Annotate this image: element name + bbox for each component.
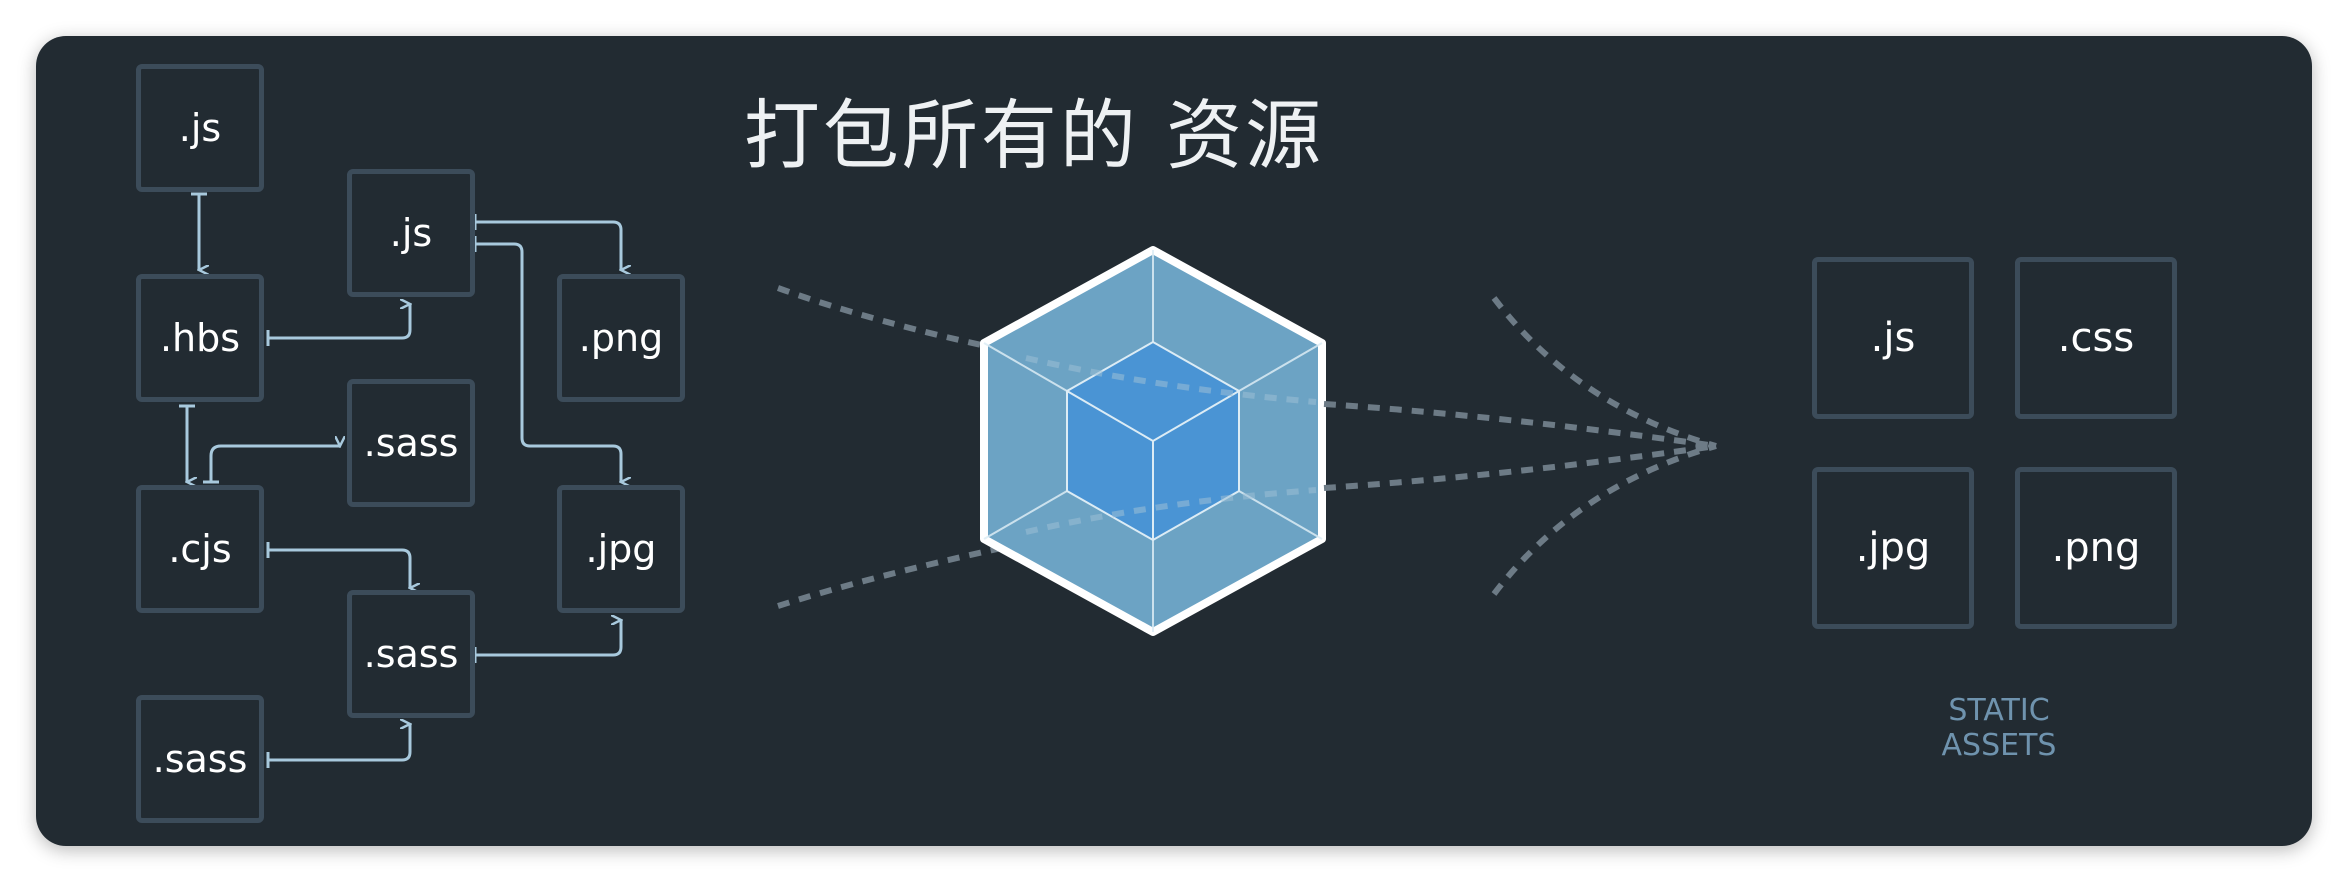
arrow-cjs-to-sass (209, 444, 338, 482)
webpack-cube-icon (980, 246, 1326, 636)
source-file-png: .png (557, 274, 685, 402)
arrow-cjs-to-sass-2 (268, 548, 412, 586)
output-file-js: .js (1812, 257, 1974, 419)
dependency-arrows (179, 192, 623, 768)
source-file-sass-3: .sass (136, 695, 264, 823)
arrow-sass-to-sass (268, 726, 412, 762)
static-assets-caption: STATIC ASSETS (1941, 693, 2057, 763)
source-file-sass-1: .sass (347, 379, 475, 507)
output-file-jpg: .jpg (1812, 467, 1974, 629)
source-file-hbs: .hbs (136, 274, 264, 402)
output-file-css: .css (2015, 257, 2177, 419)
source-file-sass-2: .sass (347, 590, 475, 718)
arrow-hbs-to-js (268, 306, 412, 340)
arrow-sass-to-jpg (475, 622, 623, 657)
arrow-js-to-png (475, 220, 623, 268)
source-file-js-top: .js (136, 64, 264, 192)
arrow-js-to-jpg (475, 242, 623, 480)
source-file-cjs: .cjs (136, 485, 264, 613)
source-file-js-mid: .js (347, 169, 475, 297)
diagram-panel: 打包所有的 资源 .js .js .hbs .png .sass .cjs .j… (36, 36, 2312, 846)
source-file-jpg: .jpg (557, 485, 685, 613)
diagram-title: 打包所有的 资源 (743, 91, 1325, 180)
output-flow-lines (1323, 296, 1717, 596)
diagram-graphics (179, 192, 1717, 768)
output-file-png: .png (2015, 467, 2177, 629)
